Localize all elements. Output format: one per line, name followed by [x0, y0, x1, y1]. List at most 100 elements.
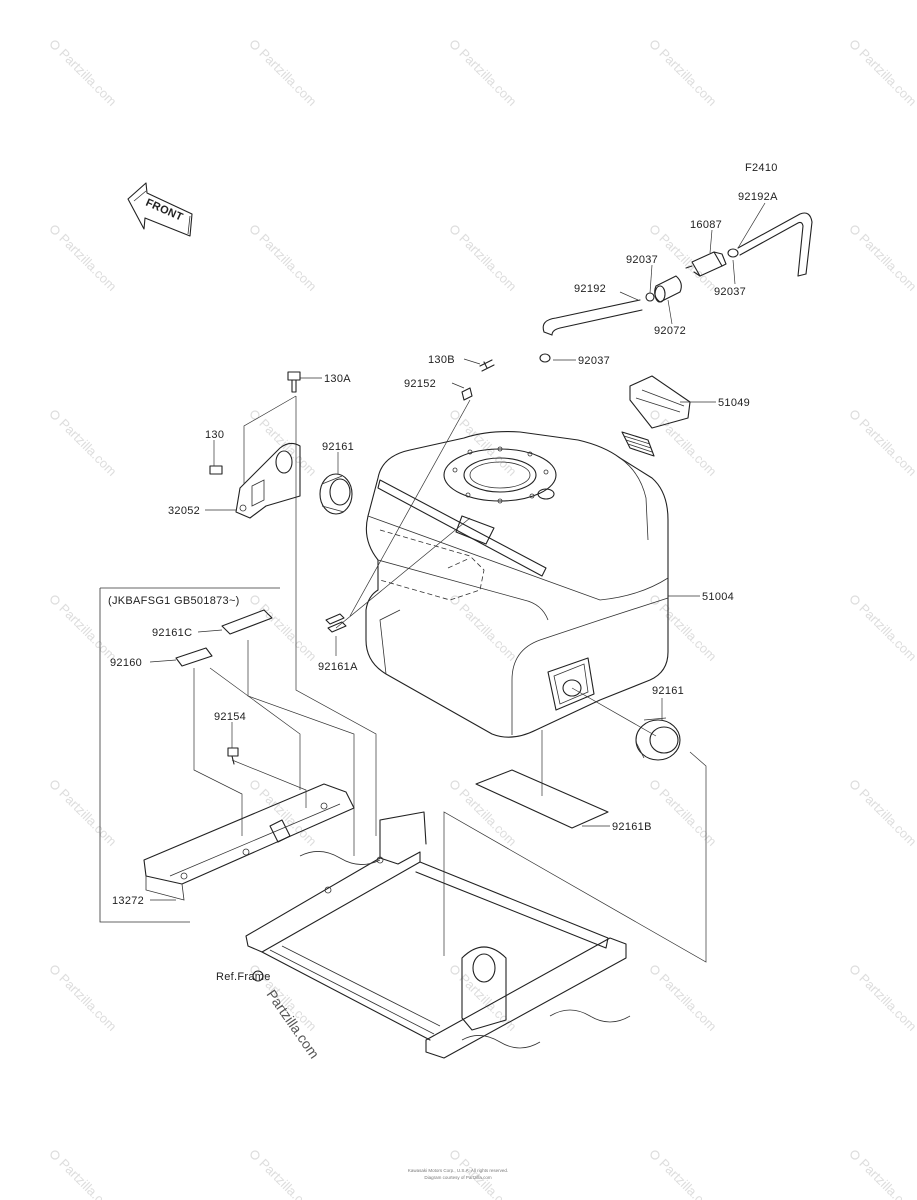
watermark-tile: Partzilla.com	[850, 780, 917, 849]
watermark-logo-icon	[650, 225, 660, 235]
watermark-text: Partzilla.com	[856, 231, 917, 294]
grommet-92161-left	[319, 473, 353, 515]
watermark-logo-icon	[450, 780, 460, 790]
watermark-logo-icon	[650, 410, 660, 420]
label-92161b: 92161B	[612, 821, 652, 833]
watermark-logo-icon	[650, 595, 660, 605]
watermark-text: Partzilla.com	[856, 1156, 917, 1200]
watermark-logo-icon	[850, 965, 860, 975]
watermark-tile: Partzilla.com	[250, 1150, 320, 1200]
watermark-text: Partzilla.com	[256, 416, 319, 479]
label-92192: 92192	[574, 283, 606, 295]
watermark-tile: Partzilla.com	[50, 965, 120, 1034]
watermark-text: Partzilla.com	[656, 971, 719, 1034]
watermark-logo-icon	[250, 965, 260, 975]
watermark-logo-icon	[50, 780, 60, 790]
label-92161c: 92161C	[152, 627, 192, 639]
label-92037-right: 92037	[714, 286, 746, 298]
watermark-logo-icon	[450, 1150, 460, 1160]
watermark-tile: Partzilla.com	[650, 40, 720, 109]
watermark-logo-icon	[450, 40, 460, 50]
watermark-tile: Partzilla.com	[850, 1150, 917, 1200]
watermark-tile: Partzilla.com	[650, 780, 720, 849]
watermark-logo-icon	[850, 410, 860, 420]
watermark-tile: Partzilla.com	[450, 410, 520, 479]
label-92037-top: 92037	[626, 254, 658, 266]
watermark-text: Partzilla.com	[656, 416, 719, 479]
label-16087: 16087	[690, 219, 722, 231]
watermark-text: Partzilla.com	[256, 231, 319, 294]
watermark-tile: Partzilla.com	[450, 40, 520, 109]
label-92154: 92154	[214, 711, 246, 723]
watermark-logo-icon	[450, 595, 460, 605]
watermark-logo-icon	[50, 40, 60, 50]
copyright-line-2: Diagram courtesy of Partzilla.com	[424, 1175, 492, 1180]
reference-frame	[245, 811, 631, 1059]
part-labels: 92192A 16087 92037 92037 92192 92072 920…	[108, 191, 778, 983]
watermark-text: Partzilla.com	[456, 231, 519, 294]
watermark-tile: Partzilla.com	[250, 40, 320, 109]
grommet-92161-right	[635, 717, 681, 761]
watermark-tile: Partzilla.com	[250, 225, 320, 294]
watermark-tile: Partzilla.com	[450, 595, 520, 664]
watermark-logo-icon	[850, 780, 860, 790]
watermark-tile: Partzilla.com	[50, 780, 120, 849]
watermark-tile: Partzilla.com	[50, 410, 120, 479]
watermark-logo-icon	[450, 965, 460, 975]
label-92160: 92160	[110, 657, 142, 669]
watermark-text: Partzilla.com	[856, 786, 917, 849]
watermark-logo-icon	[250, 40, 260, 50]
watermark-text: Partzilla.com	[656, 786, 719, 849]
leader-lines	[149, 202, 766, 963]
pad-92161a	[325, 613, 347, 633]
watermark-logo-icon	[850, 225, 860, 235]
fuel-tank	[365, 431, 669, 738]
watermark-text: Partzilla.com	[56, 601, 119, 664]
label-13272: 13272	[112, 895, 144, 907]
watermark-text: Partzilla.com	[256, 1156, 319, 1200]
watermark-tile: Partzilla.com	[450, 965, 520, 1034]
watermark-text: Partzilla.com	[456, 46, 519, 109]
watermark-tile: Partzilla.com	[650, 410, 720, 479]
pad-92161b	[475, 769, 609, 829]
watermark-tile: Partzilla.com	[650, 965, 720, 1034]
watermark-logo-icon	[450, 410, 460, 420]
bracket-32052	[235, 442, 301, 519]
watermark-logo-icon	[650, 965, 660, 975]
watermark-text: Partzilla.com	[456, 786, 519, 849]
watermark-tile: Partzilla.com	[250, 410, 320, 479]
label-92152: 92152	[404, 378, 436, 390]
label-130a: 130A	[324, 373, 351, 385]
label-92192a: 92192A	[738, 191, 778, 203]
watermark-text: Partzilla.com	[256, 601, 319, 664]
copyright-line-1: Kawasaki Motors Corp., U.S.A. All rights…	[408, 1168, 508, 1173]
bolt-130	[209, 465, 223, 475]
screw-130b	[479, 359, 495, 372]
watermark-logo-icon	[50, 225, 60, 235]
watermark-text: Partzilla.com	[56, 786, 119, 849]
label-130: 130	[205, 429, 224, 441]
watermark-tile: Partzilla.com	[50, 40, 120, 109]
bolt-130a	[287, 371, 301, 393]
watermark-text: Partzilla.com	[456, 971, 519, 1034]
watermark-text: Partzilla.com	[856, 46, 917, 109]
watermark-text: Partzilla.com	[856, 601, 917, 664]
watermark-logo-icon	[650, 40, 660, 50]
watermark-text: Partzilla.com	[56, 231, 119, 294]
watermark-tile: Partzilla.com	[250, 780, 320, 849]
label-51004: 51004	[702, 591, 734, 603]
screw-92154	[227, 747, 239, 765]
label-ref-frame: Ref.Frame	[216, 971, 271, 983]
label-92161-left: 92161	[322, 441, 354, 453]
watermark-logo-icon	[250, 595, 260, 605]
label-92161-right: 92161	[652, 685, 684, 697]
watermark-logo-icon	[50, 595, 60, 605]
watermark-tile: Partzilla.com	[850, 965, 917, 1034]
watermark-logo-icon	[450, 225, 460, 235]
watermark-tile: Partzilla.com	[250, 595, 320, 664]
watermark-logo-icon	[650, 780, 660, 790]
label-32052: 32052	[168, 505, 200, 517]
watermark-text: Partzilla.com	[456, 601, 519, 664]
watermark-tile: Partzilla.com	[450, 225, 520, 294]
watermark-logo-icon	[50, 410, 60, 420]
